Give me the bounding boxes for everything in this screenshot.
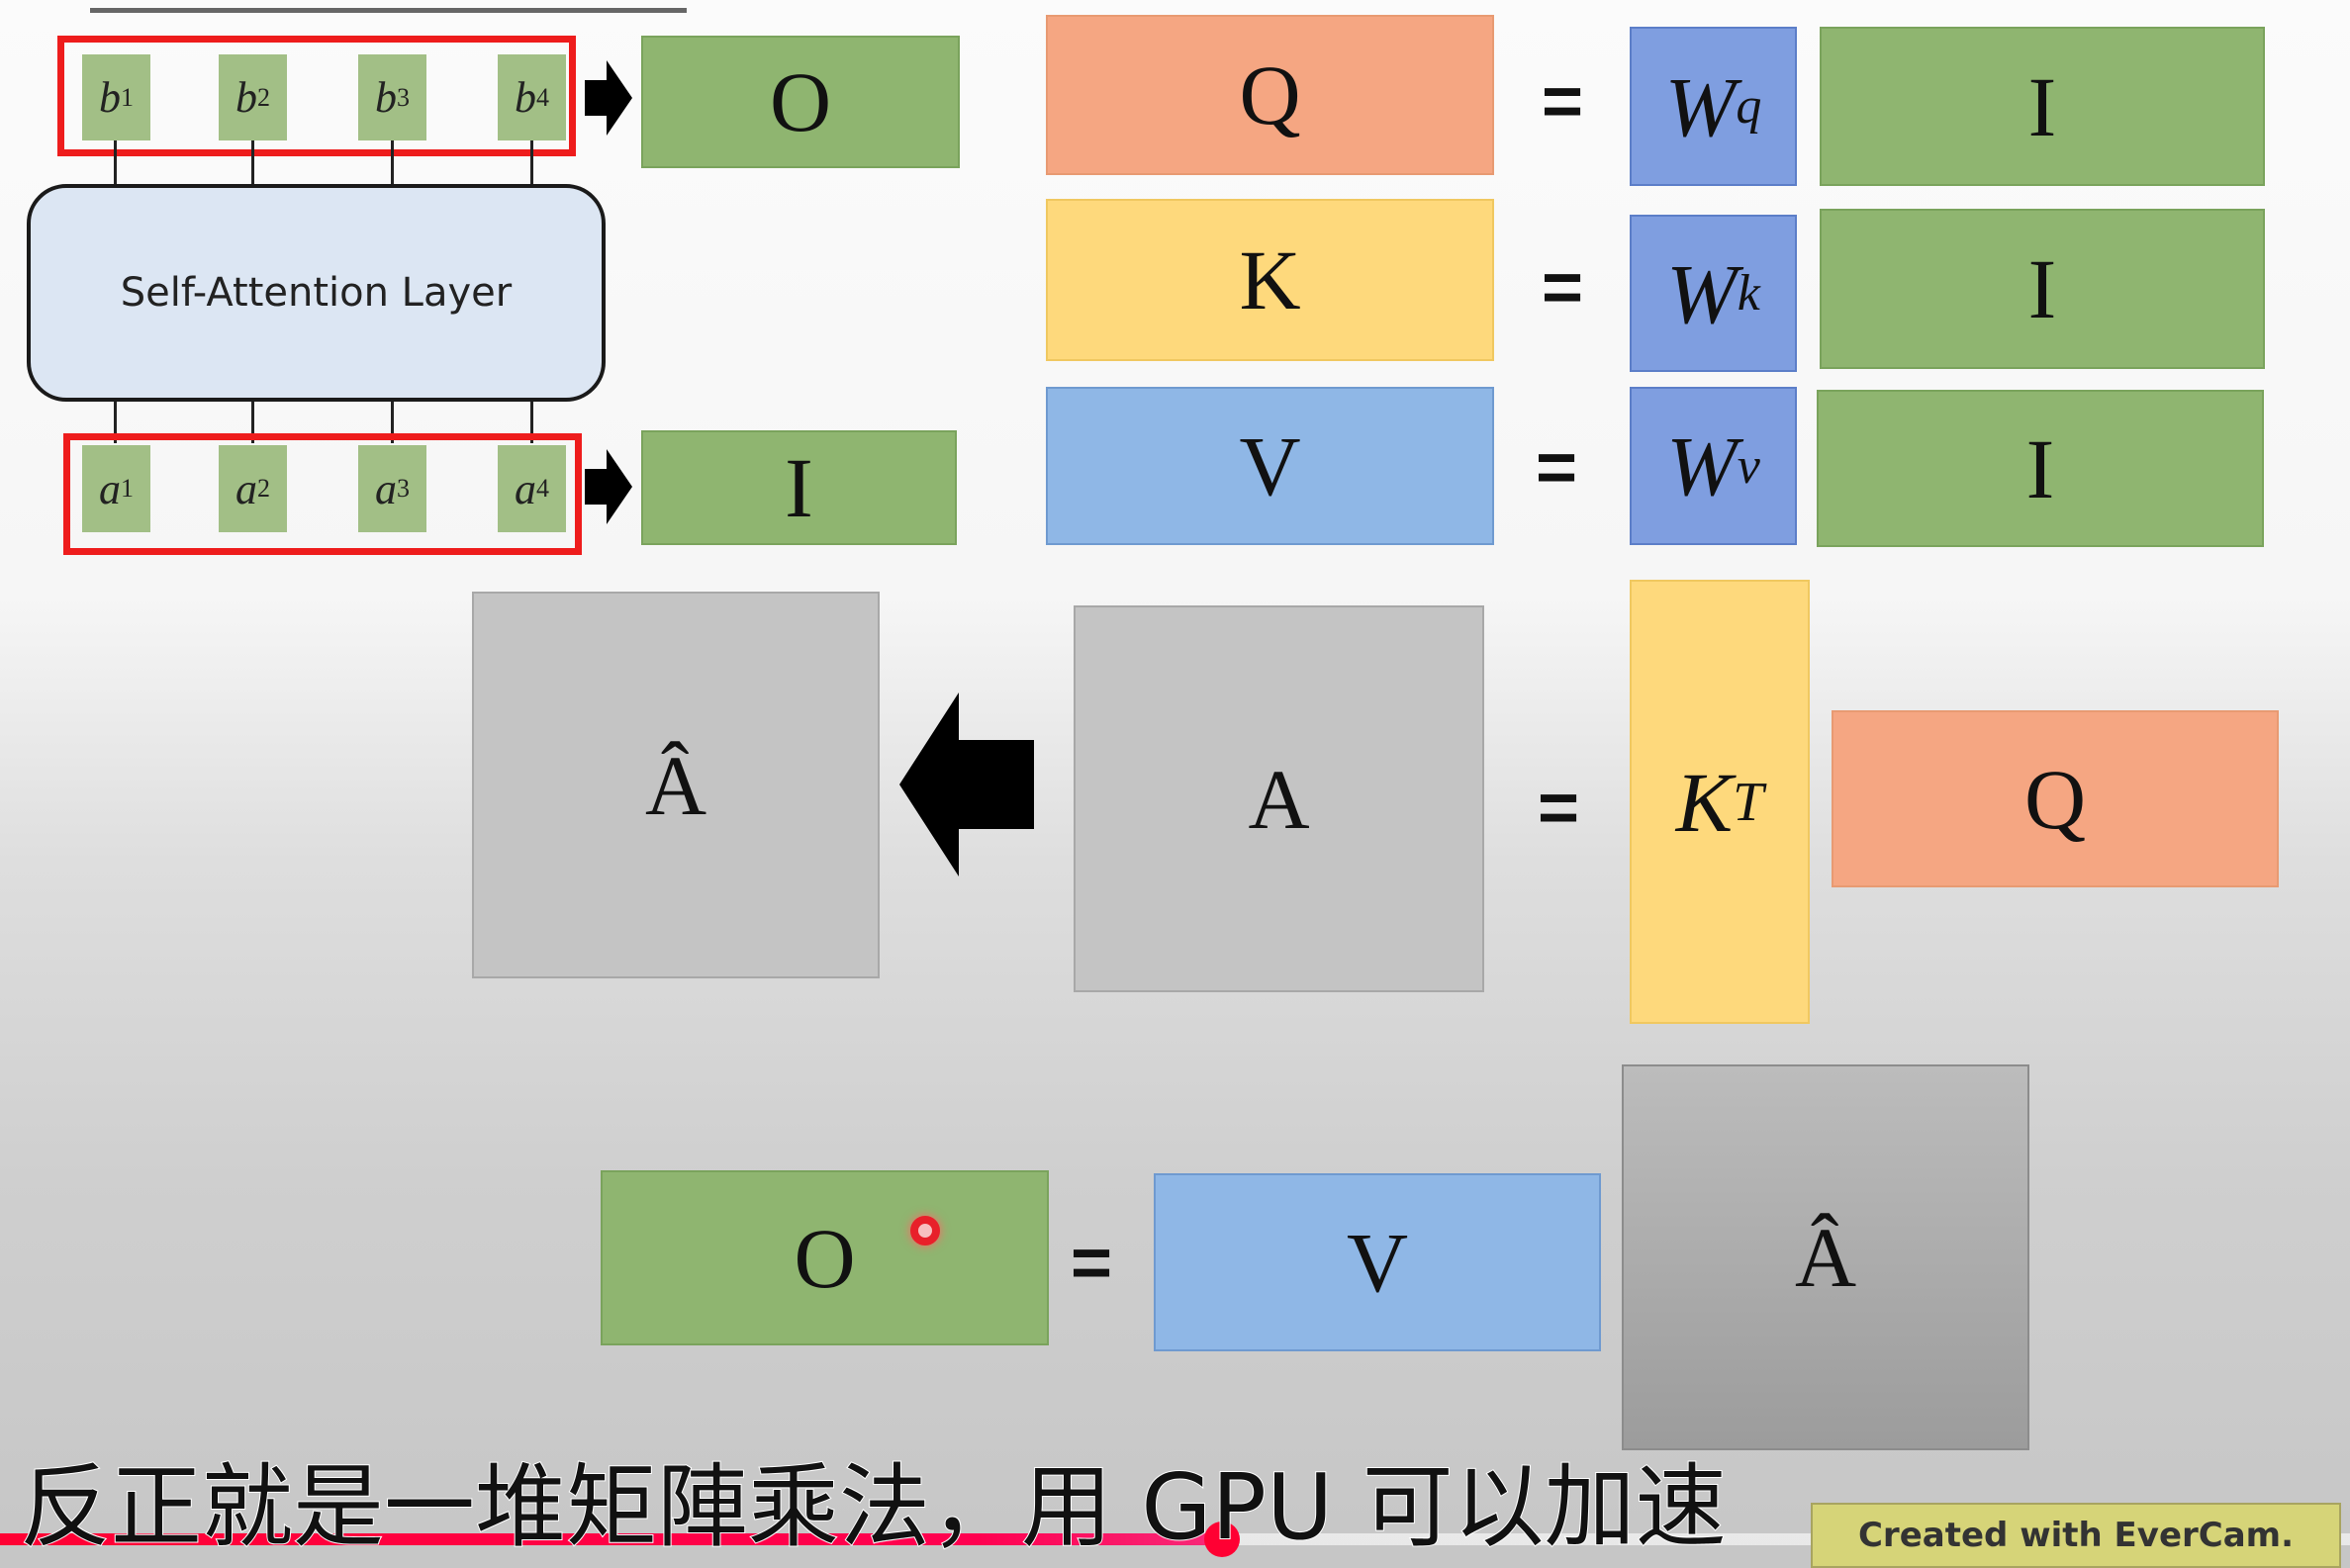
matrix-sup: q xyxy=(1736,78,1762,135)
matrix-sup: T xyxy=(1733,771,1764,833)
matrix-label: O xyxy=(794,1210,856,1306)
matrix-Q: Q xyxy=(1046,15,1494,175)
matrix-label: V xyxy=(1346,1215,1409,1310)
matrix-label: K xyxy=(1239,232,1301,327)
equals-sign: = xyxy=(1538,769,1580,848)
a-label: a xyxy=(235,464,257,513)
subtitle: 反正就是一堆矩陣乘法，用 GPU 可以加速 xyxy=(19,1454,1728,1560)
progress-played xyxy=(0,1533,1222,1545)
matrix-sup: v xyxy=(1737,437,1760,495)
self-attention-label: Self-Attention Layer xyxy=(120,270,513,316)
a-index: 4 xyxy=(536,474,549,503)
matrix-I: I xyxy=(1820,27,2265,186)
a-index: 1 xyxy=(121,474,134,503)
progress-bar[interactable] xyxy=(0,1533,2350,1545)
matrix-O: O xyxy=(601,1170,1049,1345)
connector xyxy=(114,140,117,184)
equals-sign: = xyxy=(1071,1224,1113,1303)
connector xyxy=(114,402,117,443)
a-label: a xyxy=(375,464,397,513)
connector xyxy=(251,402,254,443)
b-index: 2 xyxy=(257,82,270,112)
progress-scrubber[interactable] xyxy=(1204,1522,1240,1557)
a-index: 3 xyxy=(397,474,410,503)
connector xyxy=(391,140,394,184)
matrix-A: A xyxy=(1074,605,1484,992)
input-vectors-highlight xyxy=(63,433,582,555)
matrix-label: I xyxy=(2027,241,2057,336)
matrix-label: Â xyxy=(644,737,707,833)
right-arrow-icon xyxy=(585,60,632,136)
a-label: a xyxy=(515,464,536,513)
b-index: 1 xyxy=(121,82,134,112)
title-underline xyxy=(90,8,687,13)
b-label: b xyxy=(99,73,121,122)
matrix-A-hat: Â xyxy=(472,592,880,978)
matrix-A-hat: Â xyxy=(1622,1064,2029,1450)
matrix-Q: Q xyxy=(1832,710,2279,887)
matrix-I: I xyxy=(641,430,957,545)
matrix-I: I xyxy=(1820,209,2265,369)
matrix-label: O xyxy=(769,54,832,149)
matrix-label: W xyxy=(1664,58,1737,154)
b-label: b xyxy=(375,73,397,122)
matrix-label: A xyxy=(1248,751,1310,847)
a-label: a xyxy=(99,464,121,513)
self-attention-layer: Self-Attention Layer xyxy=(27,184,606,402)
matrix-label: Â xyxy=(1794,1210,1857,1305)
matrix-label: I xyxy=(2027,58,2057,154)
matrix-label: W xyxy=(1666,418,1738,513)
matrix-label: I xyxy=(2025,420,2055,516)
laser-pointer xyxy=(910,1216,940,1245)
matrix-sup: k xyxy=(1737,265,1760,322)
b-index: 4 xyxy=(536,82,549,112)
matrix-label: Q xyxy=(1239,47,1301,142)
matrix-label: V xyxy=(1239,418,1301,513)
b-index: 3 xyxy=(397,82,410,112)
connector xyxy=(530,402,533,443)
watermark: Created with EverCam. xyxy=(1811,1503,2341,1568)
output-vectors-highlight xyxy=(57,36,576,156)
b-label: b xyxy=(515,73,536,122)
connector xyxy=(251,140,254,184)
matrix-label: Q xyxy=(2023,751,2087,847)
left-arrow-icon xyxy=(899,692,1034,876)
connector xyxy=(530,140,533,184)
equals-sign: = xyxy=(1542,62,1584,141)
right-arrow-icon xyxy=(585,449,632,524)
matrix-O: O xyxy=(641,36,960,168)
a-index: 2 xyxy=(257,474,270,503)
matrix-V: V xyxy=(1154,1173,1601,1351)
watermark-text: Created with EverCam. xyxy=(1857,1516,2295,1555)
b-label: b xyxy=(235,73,257,122)
matrix-label: W xyxy=(1666,245,1738,341)
matrix-K: K xyxy=(1046,199,1494,361)
equals-sign: = xyxy=(1536,428,1578,507)
connector xyxy=(391,402,394,443)
matrix-label: K xyxy=(1675,754,1734,850)
equals-sign: = xyxy=(1542,248,1584,327)
matrix-I: I xyxy=(1817,390,2264,547)
matrix-V: V xyxy=(1046,387,1494,545)
matrix-label: I xyxy=(785,440,813,535)
